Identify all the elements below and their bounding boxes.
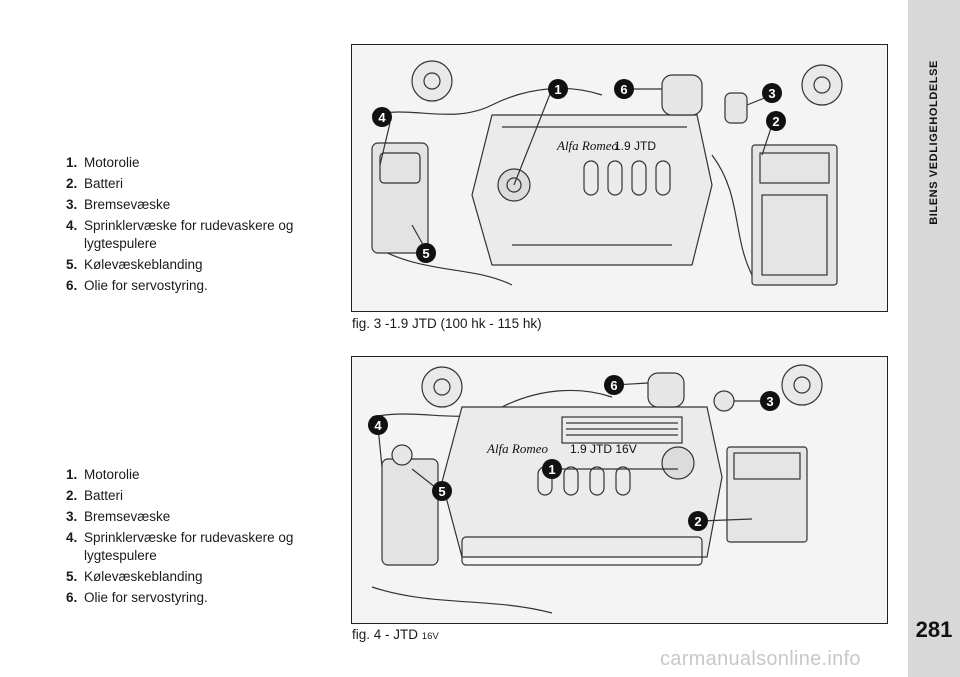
callout-1: 1 [548, 462, 555, 477]
item-number: 5. [66, 256, 78, 272]
legend-list-fig4: 1. Motorolie 2. Batteri 3. Bremsevæske 4. Sp… [66, 466, 336, 610]
list-item: 5. Kølevæskeblanding [66, 256, 336, 274]
item-text: Kølevæskeblanding [84, 256, 203, 272]
chapter-title-text: BILENS VEDLIGEHOLDELSE [928, 59, 940, 225]
item-number: 4. [66, 218, 78, 233]
engine-label: 1.9 JTD 16V [570, 442, 637, 456]
list-item: 3. Bremsevæske [66, 508, 336, 526]
list-item: 1. Motorolie [66, 154, 336, 172]
list-item: 1. Motorolie [66, 466, 336, 484]
page-number: 281 [915, 617, 953, 642]
list-item: 3. Bremsevæske [66, 196, 336, 214]
callout-6: 6 [610, 378, 617, 393]
brand-logo: Alfa Romeo [556, 138, 619, 153]
callout-5: 5 [438, 484, 445, 499]
item-number: 2. [66, 488, 78, 503]
engine-bay-illustration: Alfa Romeo 1.9 JTD 1 2 3 4 5 6 [371, 60, 843, 286]
item-number: 5. [66, 568, 78, 584]
item-text: Batteri [84, 176, 124, 191]
item-text: Bremsevæske [84, 509, 171, 524]
callout-2: 2 [694, 514, 701, 529]
watermark: carmanualsonline.info [660, 648, 861, 670]
callout-4: 4 [378, 110, 386, 125]
list-item: 2. Batteri [66, 487, 336, 505]
item-text: Motorolie [84, 155, 140, 170]
item-number: 1. [66, 467, 78, 482]
figure-4-caption-text: fig. 4 - JTD [352, 627, 419, 642]
item-text: Sprinklervæske for rudevaskere og lygtes… [84, 530, 294, 563]
item-text: Bremsevæske [84, 197, 171, 212]
engine-bay-figure-4: Alfa Romeo 1.9 JTD 16V 1 2 3 4 5 6 [351, 356, 888, 624]
callout-4: 4 [374, 418, 382, 433]
callout-6: 6 [620, 82, 627, 97]
engine-bay-figure-3: Alfa Romeo 1.9 JTD 1 2 3 4 5 6 [351, 44, 888, 312]
list-item: 6. Olie for servostyring. [66, 589, 336, 607]
item-number: 6. [66, 589, 78, 605]
callout-3: 3 [768, 86, 775, 101]
item-text: Sprinklervæske for rudevaskere og lygtes… [84, 218, 294, 251]
item-number: 2. [66, 176, 78, 191]
item-number: 4. [66, 530, 78, 545]
item-text: Olie for servostyring. [84, 589, 208, 605]
engine-bay-illustration: Alfa Romeo 1.9 JTD 16V 1 2 3 4 5 6 [368, 364, 823, 614]
list-item: 5. Kølevæskeblanding [66, 568, 336, 586]
item-number: 3. [66, 509, 78, 524]
callout-3: 3 [766, 394, 773, 409]
item-number: 6. [66, 277, 78, 293]
brand-logo: Alfa Romeo [486, 441, 549, 456]
item-number: 3. [66, 197, 78, 212]
list-item: 6. Olie for servostyring. [66, 277, 336, 295]
legend-list-fig3: 1. Motorolie 2. Batteri 3. Bremsevæske 4. Sp… [66, 154, 336, 298]
callout-1: 1 [554, 82, 561, 97]
list-item: 4. Sprinklervæske for rudevaskere og lygt… [66, 529, 336, 564]
item-text: Kølevæskeblanding [84, 568, 203, 584]
chapter-title: BILENS VEDLIGEHOLDELSE [909, 42, 959, 242]
list-item: 4. Sprinklervæske for rudevaskere og lygt… [66, 217, 336, 252]
figure-4-caption: fig. 4 - JTD 16V [352, 627, 439, 642]
item-text: Olie for servostyring. [84, 277, 208, 293]
figure-3-caption: fig. 3 -1.9 JTD (100 hk - 115 hk) [352, 316, 542, 331]
figure-4-caption-variant: 16V [421, 631, 439, 642]
callout-2: 2 [772, 114, 779, 129]
chapter-side-tab [908, 0, 960, 677]
item-text: Motorolie [84, 467, 140, 482]
item-text: Batteri [84, 488, 124, 503]
engine-label: 1.9 JTD [614, 139, 656, 153]
callout-5: 5 [422, 246, 429, 261]
list-item: 2. Batteri [66, 175, 336, 193]
item-number: 1. [66, 155, 78, 170]
